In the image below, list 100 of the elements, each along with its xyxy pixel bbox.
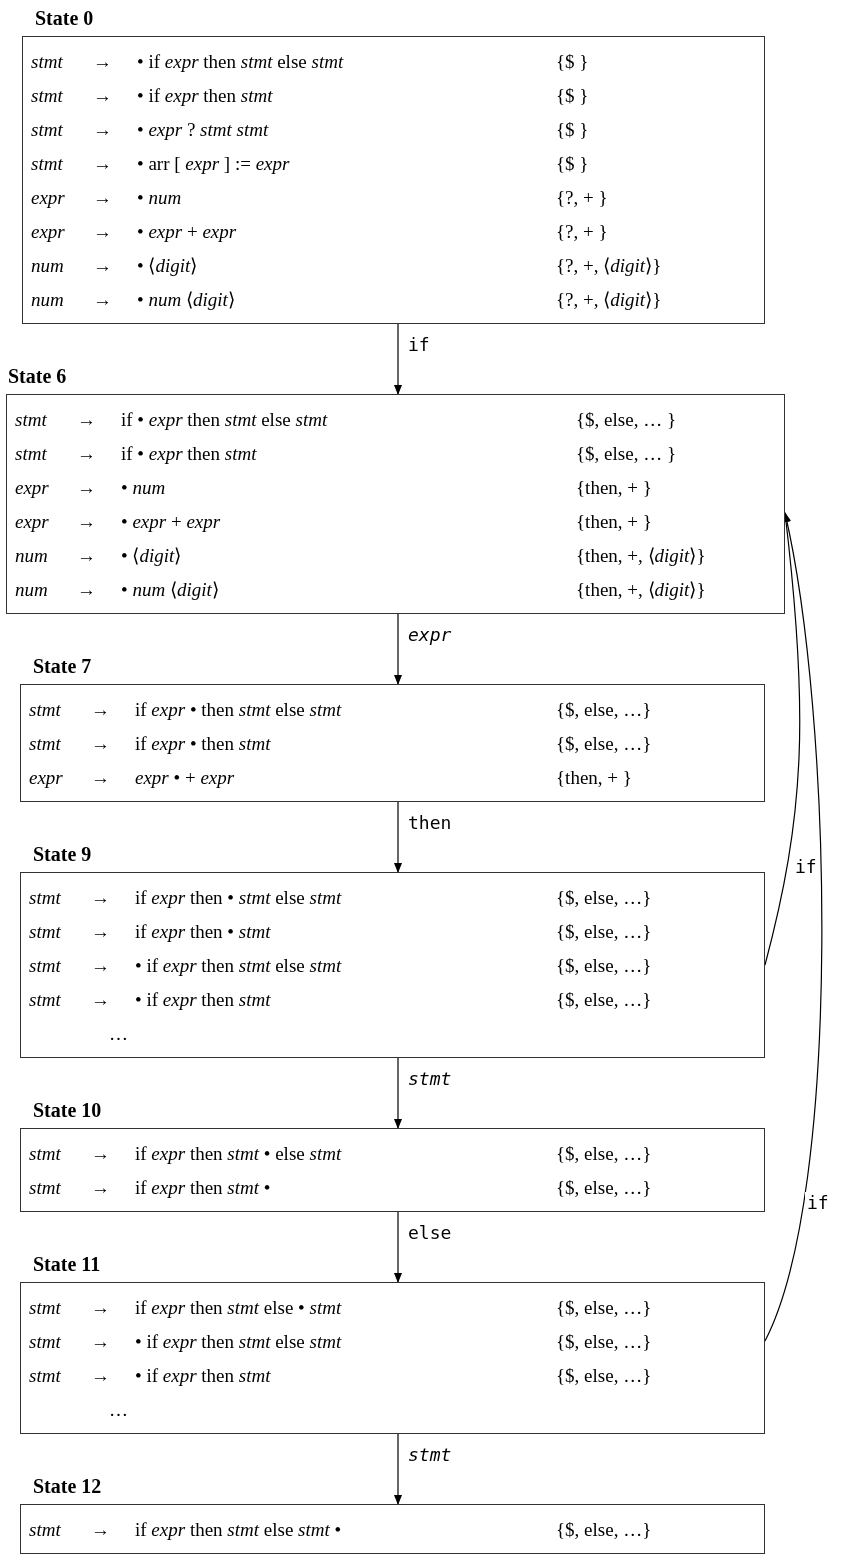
production-rule: • ⟨digit⟩ xyxy=(137,254,198,276)
nonterminal: stmt xyxy=(29,886,61,908)
production-rule: if expr then stmt else • stmt xyxy=(135,1296,342,1318)
arrow-symbol: → xyxy=(77,510,96,532)
production-rule: if expr then • stmt xyxy=(135,920,271,942)
lookahead-set: {then, + } xyxy=(576,510,652,532)
production-rule: • expr + expr xyxy=(121,510,221,532)
lookahead-set: {$, else, …} xyxy=(556,1142,652,1164)
lookahead-set: {$ } xyxy=(556,152,589,174)
nonterminal: num xyxy=(31,254,64,276)
production-rule: if expr then stmt • else stmt xyxy=(135,1142,342,1164)
production-rule: • num xyxy=(137,186,182,208)
lookahead-set: {$, else, …} xyxy=(556,1296,652,1318)
state-heading: State 12 xyxy=(33,1474,102,1499)
production-rule: • if expr then stmt xyxy=(137,84,273,106)
nonterminal: num xyxy=(15,578,48,600)
state-heading: State 10 xyxy=(33,1098,102,1123)
nonterminal: stmt xyxy=(29,954,61,976)
production-rule: if expr then • stmt else stmt xyxy=(135,886,342,908)
production-rule: • if expr then stmt xyxy=(135,1364,271,1386)
production-rule: if expr then stmt else stmt • xyxy=(135,1518,342,1540)
arrow-symbol: → xyxy=(93,84,112,106)
nonterminal: expr xyxy=(29,766,63,788)
arrow-symbol: → xyxy=(91,920,110,942)
lookahead-set: {$, else, … } xyxy=(576,408,677,430)
lookahead-set: {?, +, ⟨digit⟩} xyxy=(556,288,662,310)
nonterminal: expr xyxy=(31,220,65,242)
lookahead-set: {$, else, …} xyxy=(556,732,652,754)
nonterminal: stmt xyxy=(29,732,61,754)
production-rule: if expr then stmt • xyxy=(135,1176,271,1198)
lookahead-set: {?, + } xyxy=(556,186,608,208)
arrow xyxy=(394,323,402,395)
nonterminal: expr xyxy=(31,186,65,208)
arrow-symbol: → xyxy=(91,1176,110,1198)
arrow xyxy=(394,1211,402,1283)
arrow-symbol: → xyxy=(91,1296,110,1318)
production-rule: • if expr then stmt xyxy=(135,988,271,1010)
arrow xyxy=(394,1433,402,1505)
arrow-symbol: → xyxy=(93,186,112,208)
arrow-symbol: → xyxy=(93,118,112,140)
arrow-symbol: → xyxy=(77,476,96,498)
nonterminal: stmt xyxy=(29,1142,61,1164)
nonterminal: num xyxy=(15,544,48,566)
ellipsis: … xyxy=(109,1399,128,1420)
arrow-symbol: → xyxy=(91,1330,110,1352)
lookahead-set: {$, else, …} xyxy=(556,1330,652,1352)
arrow xyxy=(764,512,823,1342)
arrow-symbol: → xyxy=(91,886,110,908)
production-rule: if expr • then stmt else stmt xyxy=(135,698,342,720)
nonterminal: stmt xyxy=(31,118,63,140)
nonterminal: stmt xyxy=(29,988,61,1010)
lookahead-set: {$, else, … } xyxy=(576,442,677,464)
lookahead-set: {then, +, ⟨digit⟩} xyxy=(576,544,706,566)
lookahead-set: {$ } xyxy=(556,84,589,106)
state-heading: State 6 xyxy=(8,364,67,389)
production-rule: expr • + expr xyxy=(135,766,235,788)
nonterminal: stmt xyxy=(29,1296,61,1318)
arrow xyxy=(394,1057,402,1129)
production-rule: • num ⟨digit⟩ xyxy=(121,578,219,600)
ellipsis: … xyxy=(109,1023,128,1044)
arrow-symbol: → xyxy=(77,578,96,600)
production-rule: • expr + expr xyxy=(137,220,237,242)
arrow-symbol: → xyxy=(91,988,110,1010)
production-rule: if • expr then stmt xyxy=(121,442,257,464)
lookahead-set: {$, else, …} xyxy=(556,1176,652,1198)
production-rule: • if expr then stmt else stmt xyxy=(135,1330,342,1352)
production-rule: if • expr then stmt else stmt xyxy=(121,408,328,430)
arrow-symbol: → xyxy=(91,1518,110,1540)
lookahead-set: {$ } xyxy=(556,118,589,140)
nonterminal: stmt xyxy=(29,1364,61,1386)
arrow-symbol: → xyxy=(77,408,96,430)
state-heading: State 11 xyxy=(33,1252,101,1277)
arrow xyxy=(394,613,402,685)
production-rule: • if expr then stmt else stmt xyxy=(137,50,344,72)
lookahead-set: {then, +, ⟨digit⟩} xyxy=(576,578,706,600)
state-heading: State 7 xyxy=(33,654,92,679)
state-heading: State 9 xyxy=(33,842,92,867)
lookahead-set: {$, else, …} xyxy=(556,954,652,976)
arrow-symbol: → xyxy=(91,1142,110,1164)
lookahead-set: {$, else, …} xyxy=(556,698,652,720)
arrow-symbol: → xyxy=(77,442,96,464)
lookahead-set: {$, else, …} xyxy=(556,1364,652,1386)
lookahead-set: {?, + } xyxy=(556,220,608,242)
arrow-symbol: → xyxy=(91,732,110,754)
lookahead-set: {then, + } xyxy=(576,476,652,498)
lookahead-set: {$, else, …} xyxy=(556,920,652,942)
lookahead-set: {?, +, ⟨digit⟩} xyxy=(556,254,662,276)
production-rule: • arr [ expr ] := expr xyxy=(137,152,290,174)
arrow-symbol: → xyxy=(91,1364,110,1386)
arrow-symbol: → xyxy=(91,766,110,788)
nonterminal: stmt xyxy=(29,920,61,942)
lookahead-set: {$, else, …} xyxy=(556,886,652,908)
arrow-symbol: → xyxy=(91,954,110,976)
production-rule: • if expr then stmt else stmt xyxy=(135,954,342,976)
nonterminal: stmt xyxy=(29,698,61,720)
nonterminal: expr xyxy=(15,510,49,532)
lookahead-set: {then, + } xyxy=(556,766,632,788)
arrow xyxy=(394,801,402,873)
nonterminal: stmt xyxy=(15,442,47,464)
arrow-symbol: → xyxy=(93,220,112,242)
